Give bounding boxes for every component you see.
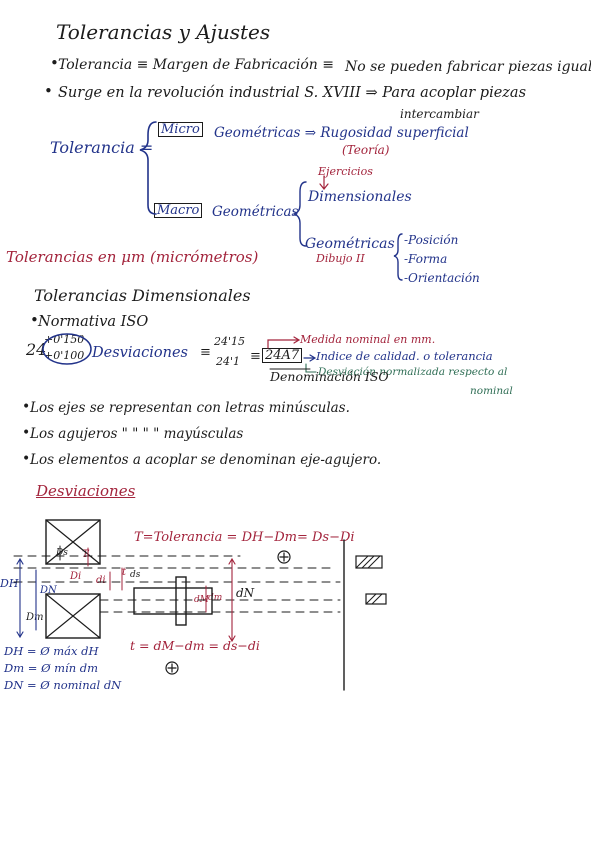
ejercicios-arrow xyxy=(319,175,329,190)
lbl-ds: ds xyxy=(130,570,141,580)
dibujo-label: Dibujo II xyxy=(316,252,365,265)
desv-v1: 24'15 xyxy=(214,335,246,348)
bullet-dot: • xyxy=(22,425,31,441)
shaft-collar xyxy=(175,576,187,626)
desv-norm-arrow xyxy=(305,363,317,373)
desviaciones-heading: Desviaciones xyxy=(36,482,136,500)
bullet-eje-agujero: Los elementos a acoplar se denominan eje… xyxy=(30,452,382,468)
macro-box: Macro xyxy=(154,203,203,218)
unidades-note: Tolerancias en μm (micrómetros) xyxy=(6,248,259,266)
orientacion-label: -Orientación xyxy=(404,271,480,285)
geometricas-label: Geométricas xyxy=(305,236,395,252)
t-formula: T=Tolerancia = DH−Dm= Ds−Di xyxy=(134,530,355,545)
ejercicios-label: Ejercicios xyxy=(318,165,373,178)
bullet-dot: • xyxy=(30,311,39,329)
intro-line-1b: No se pueden fabricar piezas iguales. xyxy=(345,59,591,75)
hatched-block-bottom xyxy=(365,593,387,605)
desv-label: Desviaciones xyxy=(92,345,188,361)
small-t-formula: t = dM−dm = ds−di xyxy=(130,638,260,653)
desv-v2: 24'1 xyxy=(216,355,241,368)
posicion-label: -Posición xyxy=(404,233,459,247)
lbl-DN: DN xyxy=(40,585,57,596)
denominacion-note: Denominación ISO xyxy=(270,369,389,384)
lbl-dm: dm xyxy=(208,593,223,603)
plus-circle-icon xyxy=(165,661,179,675)
desv-eq: ≡ xyxy=(200,345,211,360)
lbl-Di: Di xyxy=(70,571,82,582)
desv-lower: +0'100 xyxy=(44,349,85,362)
lbl-t: t xyxy=(122,567,127,578)
indice-arrow xyxy=(303,354,317,362)
desviaciones-circle xyxy=(42,333,92,365)
bullet-dot: • xyxy=(22,399,31,415)
bullet-dot: • xyxy=(22,451,31,467)
lbl-DH: DH xyxy=(0,577,19,590)
hole-bottom-block xyxy=(45,593,101,639)
medida-arrow xyxy=(267,336,301,349)
legend-DH: DH = Ø máx dH xyxy=(4,644,99,658)
desv-base: 24 xyxy=(26,340,47,359)
micro-box: Micro xyxy=(158,122,203,137)
bullet-agujeros: Los agujeros " " " " mayúsculas xyxy=(30,426,244,442)
intro-line-1a: Tolerancia ≡ Margen de Fabricación ≡ xyxy=(58,57,334,73)
teoria-label: (Teoría) xyxy=(342,143,390,157)
bullet-ejes: Los ejes se representan con letras minús… xyxy=(30,400,350,416)
main-brace xyxy=(139,121,157,215)
normativa-label: Normativa ISO xyxy=(38,314,149,330)
geometric-brace xyxy=(393,233,403,281)
medida-note: Medida nominal en mm. xyxy=(300,333,436,346)
lbl-Dm: Dm xyxy=(26,612,44,623)
indice-note: Indice de calidad. o tolerancia xyxy=(316,349,493,363)
shaft-body xyxy=(133,587,213,615)
bullet-dot: • xyxy=(50,54,59,72)
micro-text: Geométricas ⇒ Rugosidad superficial xyxy=(214,125,469,141)
dimensionales-label: Dimensionales xyxy=(308,189,412,205)
intro-line-2a: Surge en la revolución industrial S. XVI… xyxy=(58,85,527,101)
iso-code-box: 24A7 xyxy=(262,348,303,363)
dimensionales-heading: Tolerancias Dimensionales xyxy=(34,286,251,305)
forma-label: -Forma xyxy=(404,252,448,266)
macro-text: Geométricas xyxy=(212,204,299,220)
dN-arrow xyxy=(228,557,236,643)
lbl-dN: dN xyxy=(236,586,255,600)
page-title: Tolerancias y Ajustes xyxy=(56,20,271,44)
macro-brace xyxy=(291,181,307,247)
bullet-dot: • xyxy=(44,82,53,100)
desv-upper: +0'150 xyxy=(44,333,85,346)
lbl-T: T xyxy=(82,549,89,560)
hatched-block-top xyxy=(355,555,383,569)
desv-eq2: ≡ xyxy=(250,349,261,364)
nominal-note: nominal xyxy=(470,385,513,397)
hole-top-block xyxy=(45,519,101,565)
legend-Dm: Dm = Ø mín dm xyxy=(4,661,99,675)
desv-norm-note: Desviación normalizada respecto al xyxy=(318,366,508,378)
tolerancia-label: Tolerancia = xyxy=(50,138,154,157)
intro-line-2b: intercambiar xyxy=(400,107,479,121)
lbl-Ds: Ds xyxy=(56,548,68,558)
legend-DN: DN = Ø nominal dN xyxy=(4,678,122,692)
lbl-di: di xyxy=(96,575,106,586)
plus-circle-icon xyxy=(277,550,291,564)
DH-arrow xyxy=(16,557,24,639)
